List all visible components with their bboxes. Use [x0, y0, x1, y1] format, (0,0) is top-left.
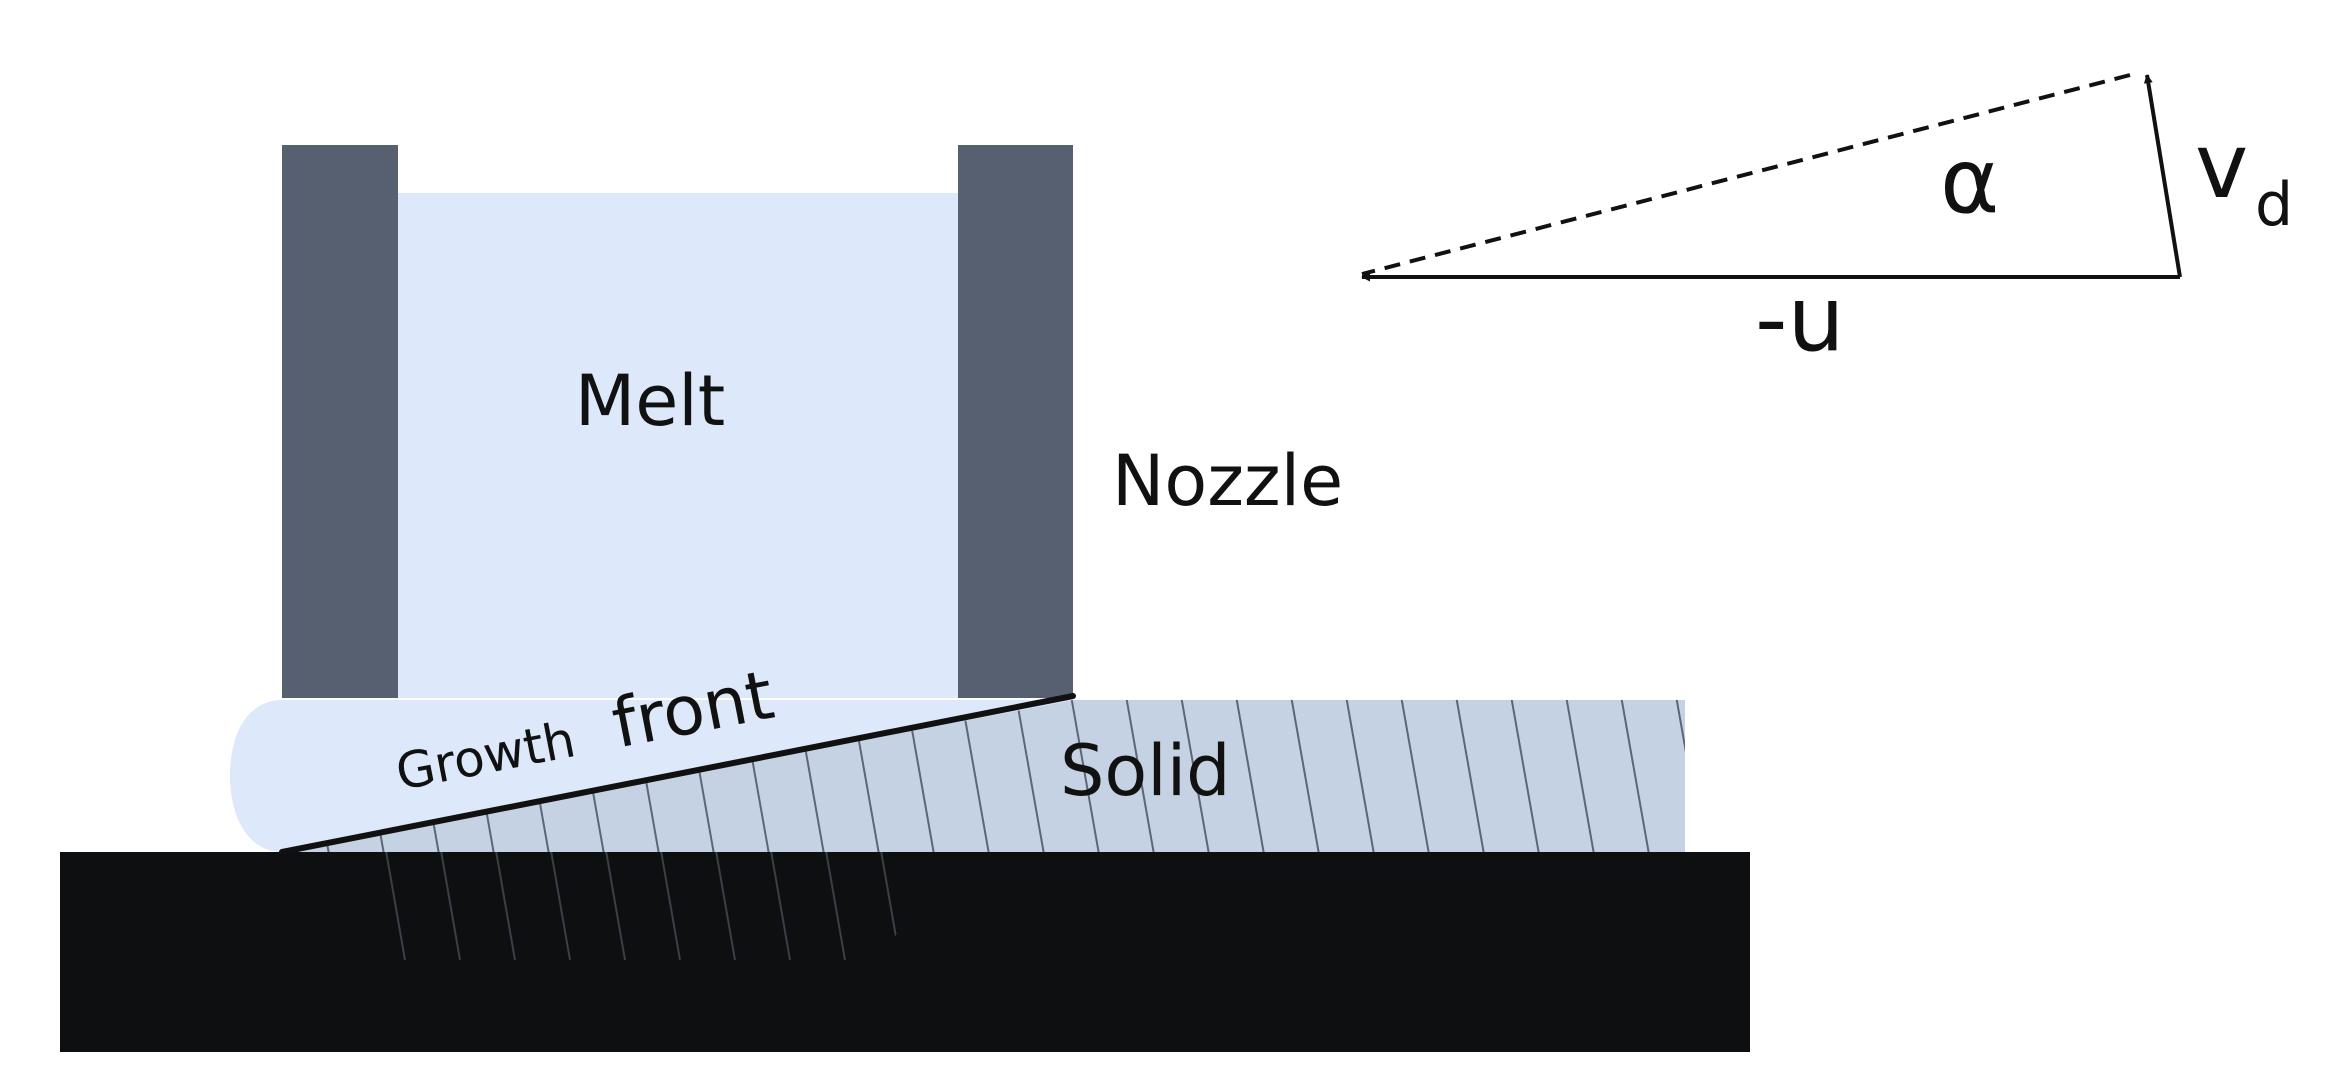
resultant-dashed-line	[1361, 73, 2131, 276]
melt-label: Melt	[575, 360, 725, 442]
solid-label: Solid	[1060, 730, 1231, 812]
minus-u-label: -u	[1755, 267, 1845, 372]
nozzle-right-wall	[958, 145, 1073, 698]
nozzle-left-wall	[282, 145, 398, 698]
velocity-triangle	[1361, 73, 2182, 282]
solid-region	[282, 700, 1685, 852]
growth-front-line	[279, 693, 1076, 855]
substrate	[60, 852, 1750, 1052]
vd-label: v d	[2195, 114, 2293, 240]
nozzle-label: Nozzle	[1112, 440, 1343, 522]
vd-vector	[2143, 74, 2182, 278]
v-letter: v	[2195, 114, 2248, 219]
d-subscript: d	[2255, 170, 2293, 240]
alpha-label: α	[1940, 129, 1999, 234]
melt-region	[398, 193, 958, 698]
